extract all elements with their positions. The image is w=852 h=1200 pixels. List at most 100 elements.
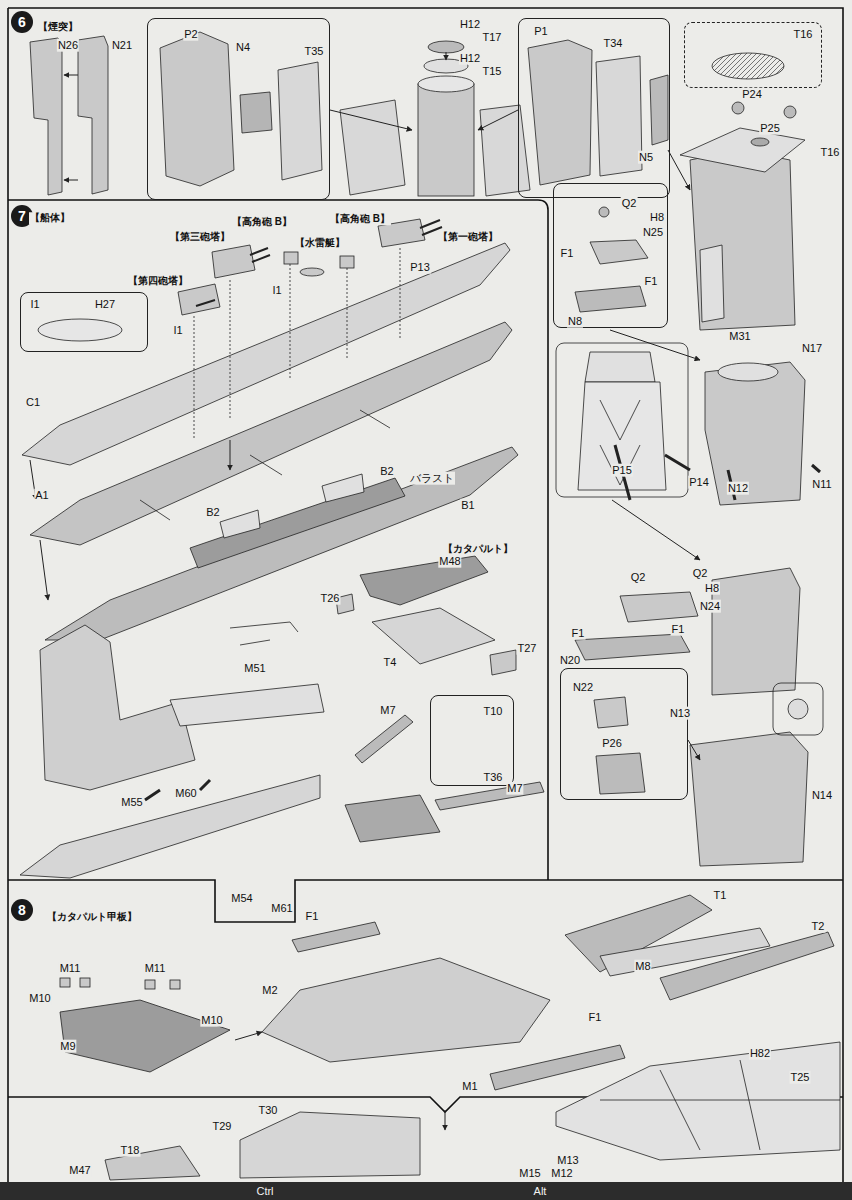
keyboard-key: Alt <box>533 1185 548 1198</box>
part-drawing <box>212 245 255 278</box>
part-drawing <box>660 932 834 1000</box>
part-number: N21 <box>111 39 133 52</box>
part-number: M9 <box>59 1040 76 1053</box>
part-drawing <box>700 245 724 322</box>
part-number: T27 <box>517 642 538 655</box>
part-number: C1 <box>25 396 41 409</box>
part-number: P15 <box>611 464 633 477</box>
part-drawing <box>594 697 628 728</box>
part-number: T25 <box>790 1071 811 1084</box>
part-number: M47 <box>68 1164 91 1177</box>
part-number: M7 <box>506 782 523 795</box>
part-number: T4 <box>383 656 398 669</box>
part-drawing <box>599 207 609 217</box>
part-drawing <box>718 363 778 381</box>
part-number: N22 <box>572 681 594 694</box>
section-heading: 【高角砲 B】 <box>231 216 293 228</box>
assembly-arrow <box>330 110 412 130</box>
part-drawing <box>340 256 354 268</box>
part-number: B2 <box>205 506 220 519</box>
part-number: T30 <box>258 1104 279 1117</box>
part-drawing <box>45 447 518 640</box>
section-heading: 【煙突】 <box>37 21 79 33</box>
part-drawing <box>196 220 442 306</box>
section-heading: 【第四砲塔】 <box>127 275 189 287</box>
part-drawing <box>20 775 320 878</box>
part-number: T10 <box>483 705 504 718</box>
part-drawing <box>418 76 474 92</box>
part-drawing <box>262 958 550 1062</box>
part-drawing <box>615 445 820 500</box>
part-number: N4 <box>235 41 251 54</box>
part-number: F1 <box>560 247 575 260</box>
part-number: M55 <box>120 796 143 809</box>
assembly-arrow <box>445 1110 446 1130</box>
part-drawing <box>240 92 272 133</box>
part-number: F1 <box>644 275 659 288</box>
part-drawing <box>680 128 805 172</box>
part-number: B2 <box>379 465 394 478</box>
part-number: T35 <box>304 45 325 58</box>
part-number: M48 <box>438 555 461 568</box>
part-drawing <box>60 1000 230 1072</box>
step-panel: 【煙突】6P2N4T35P1T34N5T16Q2H8N25F1F1N8N22P2… <box>8 8 843 880</box>
part-drawing <box>240 1112 420 1178</box>
section-heading: 【水雷艇】 <box>294 237 346 249</box>
part-drawing <box>585 352 655 382</box>
part-drawing <box>712 53 784 79</box>
part-drawing <box>596 56 642 176</box>
part-number: M13 <box>556 1154 579 1167</box>
part-drawing <box>355 715 413 763</box>
part-drawing <box>732 102 744 114</box>
part-drawing <box>145 980 155 989</box>
panel-border <box>8 8 843 1182</box>
panel-border <box>8 880 843 922</box>
inset-box: T16 <box>684 22 822 88</box>
part-drawing <box>650 75 668 145</box>
assembly-arrow <box>64 75 78 76</box>
part-drawing <box>690 150 795 330</box>
step-number: 6 <box>18 14 26 30</box>
keyboard-key: Ctrl <box>255 1185 274 1198</box>
assembly-arrow <box>235 1032 262 1040</box>
part-drawing <box>690 732 808 866</box>
part-drawing <box>292 922 380 952</box>
part-number: N5 <box>638 151 654 164</box>
panel-border <box>8 200 548 880</box>
part-drawing <box>600 400 640 485</box>
part-number: I1 <box>172 324 183 337</box>
assembly-arrow <box>30 52 700 1130</box>
part-drawing <box>38 319 122 341</box>
part-number: N25 <box>642 226 664 239</box>
part-number: M2 <box>261 984 278 997</box>
part-number: T17 <box>482 31 503 44</box>
part-number: Q2 <box>692 567 709 580</box>
part-drawing <box>751 138 769 146</box>
part-drawing <box>490 650 516 675</box>
part-number: P26 <box>601 737 623 750</box>
part-drawing <box>278 62 322 180</box>
part-drawing <box>300 268 324 276</box>
assembly-arrow <box>612 500 700 560</box>
part-drawing <box>170 684 324 726</box>
part-number: T18 <box>120 1144 141 1157</box>
inset-box: Q2H8N25F1F1N8 <box>553 183 668 328</box>
part-drawing <box>784 106 796 118</box>
part-number: T29 <box>212 1120 233 1133</box>
part-drawing <box>60 978 70 987</box>
step-number-circle: 8 <box>11 899 33 921</box>
part-number: B1 <box>460 499 475 512</box>
part-number: N17 <box>801 342 823 355</box>
part-number: バラスト <box>409 472 455 485</box>
part-number: H8 <box>649 211 665 224</box>
part-number: N13 <box>669 707 691 720</box>
part-number: Q2 <box>621 197 638 210</box>
part-drawing <box>578 382 666 490</box>
panel-border <box>8 8 843 1182</box>
keyboard-strip <box>0 1182 852 1200</box>
section-heading: 【第一砲塔】 <box>437 231 499 243</box>
step-number-circle: 6 <box>11 11 33 33</box>
part-drawing <box>360 556 488 605</box>
part-drawing <box>575 634 690 660</box>
section-heading: 【カタパルト】 <box>442 543 514 555</box>
